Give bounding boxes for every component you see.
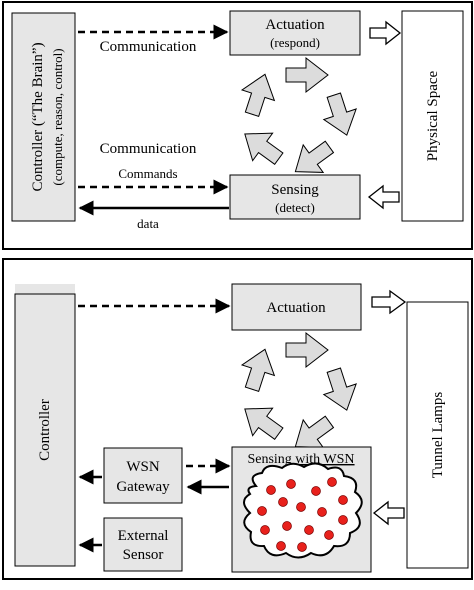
- top-space-to-sensing-arrow: [367, 184, 400, 210]
- sensor-node: [276, 541, 286, 551]
- wsn-gateway-label-line2: Gateway: [116, 479, 170, 495]
- wsn-gateway-label-line1: WSN: [126, 459, 160, 475]
- external-sensor-label-line2: Sensor: [123, 547, 164, 563]
- top-controller-sublabel: (compute, reason, control): [50, 48, 65, 185]
- tunnel-lamps-box: Tunnel Lamps: [406, 301, 469, 569]
- sensing-wsn-box: Sensing with WSN: [231, 446, 372, 573]
- sensor-nodes: [257, 477, 348, 552]
- top-data-label: data: [137, 216, 159, 231]
- bottom-actuation-label: Actuation: [266, 300, 326, 316]
- tunnel-lamps-label: Tunnel Lamps: [430, 392, 446, 479]
- sensor-node: [317, 507, 327, 517]
- top-controller-label: Controller (“The Brain”): [30, 42, 46, 191]
- wsn-gateway-box: WSN Gateway: [103, 447, 183, 504]
- bottom-controller-label: Controller: [37, 399, 53, 461]
- bottom-controller-box: Controller: [14, 284, 76, 567]
- sensor-node: [304, 525, 314, 535]
- sensor-node: [278, 497, 288, 507]
- top-sensing-title: Sensing: [271, 182, 319, 198]
- top-sensing-box: Sensing (detect): [229, 174, 361, 220]
- bottom-actuation-box: Actuation: [231, 283, 362, 331]
- with-wsn-underlined: with WSN: [295, 452, 354, 467]
- physical-space-box: Physical Space: [401, 10, 464, 222]
- sensor-node: [282, 521, 292, 531]
- sensor-node: [296, 502, 306, 512]
- sensor-node: [266, 485, 276, 495]
- top-commands-label: Commands: [118, 166, 177, 181]
- sensor-node: [311, 486, 321, 496]
- bottom-lamps-to-sensing-arrow: [372, 500, 405, 526]
- sensing-word: Sensing: [247, 452, 295, 467]
- top-controller-box: Controller (“The Brain”) (compute, reaso…: [11, 12, 76, 222]
- physical-space-label: Physical Space: [425, 70, 441, 161]
- sensor-node: [338, 495, 348, 505]
- top-sensing-sub: (detect): [275, 200, 315, 215]
- top-actuation-box: Actuation (respond): [229, 10, 361, 56]
- top-communication-upper-label: Communication: [100, 39, 197, 55]
- top-actuation-title: Actuation: [265, 17, 325, 33]
- external-sensor-label-line1: External: [118, 528, 169, 544]
- sensor-node: [324, 530, 334, 540]
- sensor-node: [297, 542, 307, 552]
- top-actuation-sub: (respond): [270, 35, 320, 50]
- bottom-actuation-to-lamps-arrow: [371, 289, 407, 315]
- external-sensor-box: External Sensor: [103, 517, 183, 572]
- sensor-node: [260, 525, 270, 535]
- top-actuation-to-space-arrow: [369, 20, 402, 46]
- sensor-node: [327, 477, 337, 487]
- sensor-node: [257, 506, 267, 516]
- sensor-node: [338, 515, 348, 525]
- sensor-node: [286, 479, 296, 489]
- top-communication-lower-label: Communication: [100, 141, 197, 157]
